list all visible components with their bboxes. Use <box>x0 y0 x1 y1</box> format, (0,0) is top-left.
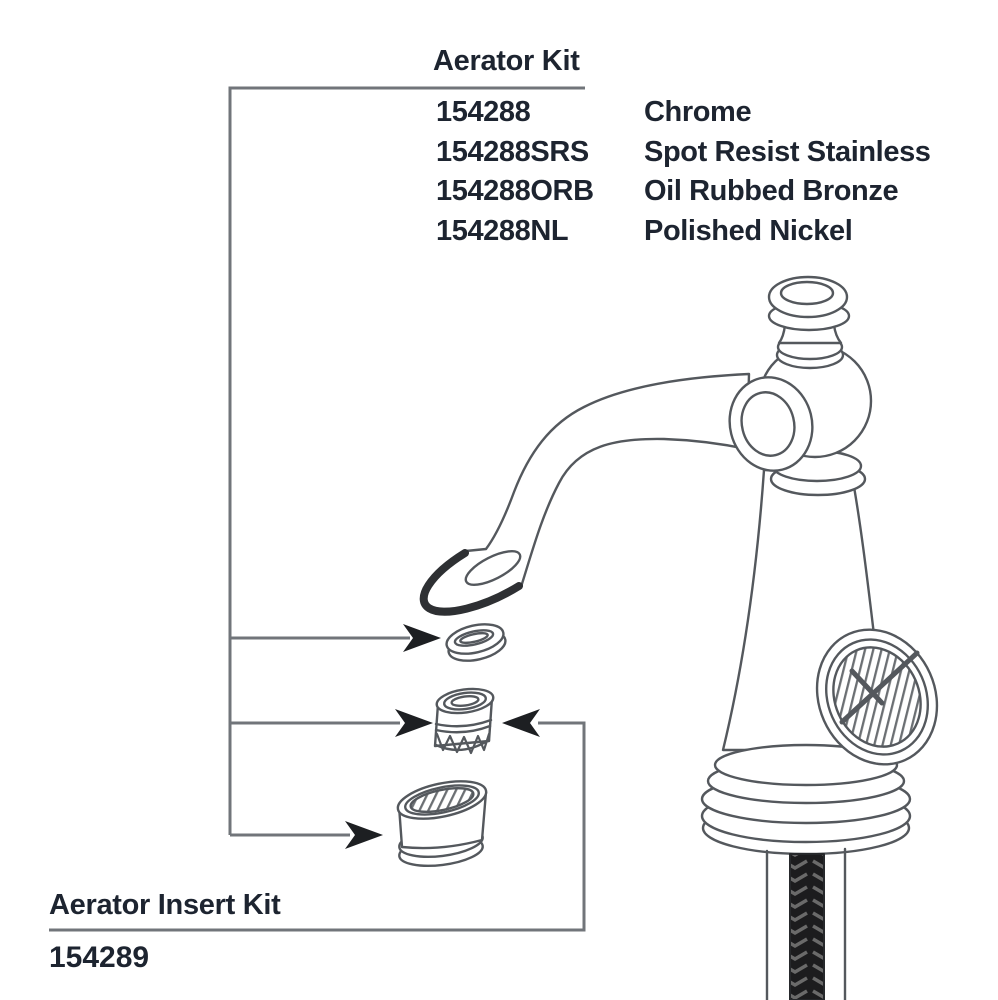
part-number: 154288ORB <box>436 175 594 208</box>
part-finish: Spot Resist Stainless <box>644 135 931 168</box>
table-row: 154288NL Polished Nickel <box>436 212 931 252</box>
part-finish: Polished Nickel <box>644 214 853 247</box>
aerator-housing-part <box>396 780 488 868</box>
braided-supply-hose <box>789 853 825 1000</box>
spout-tip-face <box>464 550 522 586</box>
faucet-illustration <box>419 275 939 1000</box>
arrow-right-icon <box>345 821 383 849</box>
part-number: 154288NL <box>436 214 569 247</box>
aerator-parts <box>396 623 507 868</box>
aerator-insert-kit-title: Aerator Insert Kit <box>49 889 281 921</box>
supply-shank <box>765 847 847 1000</box>
aerator-insert-kit-part-number: 154289 <box>49 941 150 974</box>
arrowheads <box>345 624 540 849</box>
part-number: 154288SRS <box>436 135 589 168</box>
table-row: 154288ORB Oil Rubbed Bronze <box>436 172 931 212</box>
callout-lines <box>49 86 586 932</box>
spout-collar <box>728 376 814 472</box>
part-number: 154288 <box>436 96 531 129</box>
table-row: 154288SRS Spot Resist Stainless <box>436 133 931 173</box>
part-finish: Chrome <box>644 96 752 129</box>
spout-tip-threads <box>419 549 523 616</box>
aerator-washer-part <box>445 623 507 662</box>
arrow-right-icon <box>403 624 441 652</box>
side-port <box>815 628 939 766</box>
aerator-insert-part <box>433 687 495 755</box>
insert-kit-leader-line <box>49 721 586 932</box>
aerator-kit-leader-line <box>228 86 585 835</box>
aerator-kit-part-list: 154288 Chrome 154288SRS Spot Resist Stai… <box>436 93 931 251</box>
arrow-left-icon <box>502 709 540 737</box>
faucet-finial <box>767 275 851 370</box>
aerator-kit-title: Aerator Kit <box>433 45 580 77</box>
table-row: 154288 Chrome <box>436 93 931 133</box>
part-finish: Oil Rubbed Bronze <box>644 175 899 208</box>
arrow-right-icon <box>395 709 433 737</box>
faucet-base <box>700 743 912 856</box>
